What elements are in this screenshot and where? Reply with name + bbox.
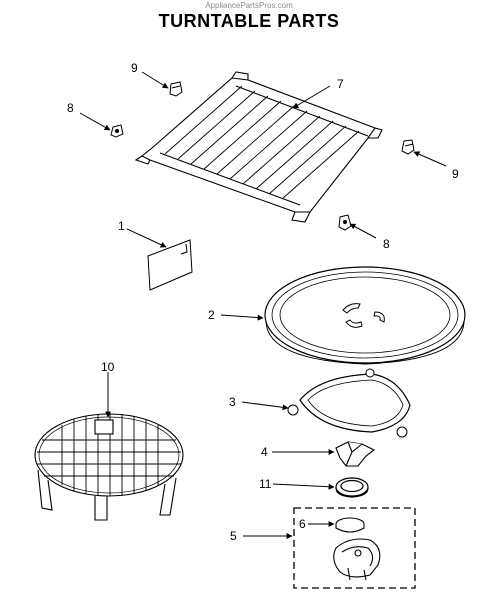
callout-3: 3	[229, 395, 236, 409]
shelf-rack-part-7	[134, 71, 383, 223]
callout-10: 10	[101, 360, 115, 374]
roller-ring-part-3	[287, 368, 411, 438]
round-rack-part-10	[34, 413, 184, 521]
glass-tray-part-2	[264, 266, 466, 365]
callout-9-right: 9	[452, 167, 459, 181]
leader-arrows	[79, 71, 447, 539]
rack-clip-part-9-left	[169, 81, 183, 97]
callout-4: 4	[261, 445, 268, 459]
rack-clip-part-8-right	[338, 214, 352, 231]
rack-clip-part-8-left	[110, 124, 124, 138]
ring-part-11	[335, 477, 369, 498]
callout-8-left: 8	[67, 101, 74, 115]
rack-clip-part-9-right	[401, 139, 415, 155]
label-sheet-part-1	[147, 239, 193, 291]
callout-6: 6	[299, 517, 306, 531]
diagram-title: TURNTABLE PARTS	[158, 11, 340, 31]
motor-assembly-part-5	[293, 507, 416, 589]
watermark: AppliancePartsPros.com	[205, 1, 293, 10]
callout-1: 1	[118, 219, 125, 233]
motor-body	[333, 538, 381, 581]
callout-8-right: 8	[383, 237, 390, 251]
coupler-part-4	[335, 441, 376, 467]
callout-11: 11	[259, 477, 272, 491]
callout-2: 2	[208, 308, 215, 322]
callout-5: 5	[230, 529, 237, 543]
callout-7: 7	[337, 77, 344, 91]
callout-9-left: 9	[131, 61, 138, 75]
motor-cap-part-6	[335, 517, 365, 533]
